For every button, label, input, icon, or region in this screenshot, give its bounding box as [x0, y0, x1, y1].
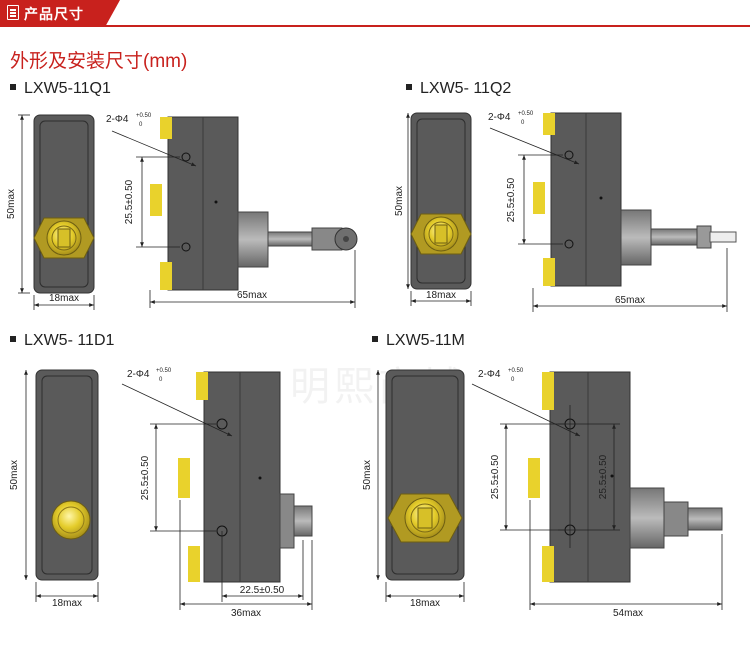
dim-length: 54max — [613, 608, 643, 619]
dim-offset: 22.5±0.50 — [240, 585, 285, 596]
section-header: 产品尺寸 — [0, 0, 750, 27]
dim-hole: 2-Φ4 — [478, 369, 501, 380]
dim-length: 65max — [615, 295, 645, 306]
dim-tol-plus: +0.50 — [136, 113, 152, 119]
model-label-m: LXW5-11M — [372, 332, 465, 350]
header-divider — [0, 25, 750, 27]
dim-tol-zero: 0 — [521, 120, 525, 126]
dimension-lines — [24, 370, 313, 610]
model-name: LXW5- 11D1 — [24, 332, 115, 349]
diagram-lxw5-11d1: 50max 18max 25.5±0.50 2-Φ4 +0.50 0 22.5±… — [9, 368, 313, 619]
section-title: 产品尺寸 — [24, 6, 84, 22]
front-view — [410, 112, 472, 290]
dimension-lines — [376, 370, 723, 610]
front-view — [33, 114, 95, 294]
side-view — [528, 371, 723, 583]
dim-height: 50max — [362, 460, 373, 490]
dimension-lines — [18, 114, 356, 310]
dim-height: 50max — [6, 189, 17, 219]
dim-width: 18max — [410, 598, 440, 609]
front-view — [385, 369, 465, 581]
model-label-q1: LXW5-11Q1 — [10, 80, 111, 98]
dim-height: 50max — [9, 460, 20, 490]
dim-width: 18max — [49, 293, 79, 304]
bullet-icon — [406, 83, 412, 90]
dim-tol-plus: +0.50 — [156, 368, 172, 374]
bullet-icon — [372, 335, 378, 342]
document-icon — [7, 5, 19, 20]
dimension-lines — [406, 113, 728, 312]
dim-width: 18max — [52, 598, 82, 609]
dim-tol-plus: +0.50 — [518, 111, 534, 117]
dim-tol-zero: 0 — [511, 377, 515, 383]
side-view — [150, 116, 358, 291]
model-label-q2: LXW5- 11Q2 — [406, 80, 511, 98]
dim-pitch: 25.5±0.50 — [140, 455, 151, 500]
dim-width: 18max — [426, 290, 456, 301]
dim-length: 36max — [231, 608, 261, 619]
model-name: LXW5- 11Q2 — [420, 80, 512, 97]
side-view — [533, 112, 737, 287]
dim-tol-zero: 0 — [159, 377, 163, 383]
dim-pitch: 25.5±0.50 — [506, 177, 517, 222]
diagram-lxw5-11m: 50max 18max 25.5±0.50 25.5±0.50 2-Φ4 +0.… — [362, 368, 723, 619]
dim-hole: 2-Φ4 — [488, 112, 511, 123]
header-tab — [0, 0, 120, 26]
front-view — [35, 369, 99, 581]
dim-pitch: 25.5±0.50 — [490, 454, 501, 499]
dim-pitch-2: 25.5±0.50 — [598, 454, 609, 499]
dim-length: 65max — [237, 290, 267, 301]
side-view — [178, 371, 313, 583]
bullet-icon — [10, 83, 16, 90]
diagram-lxw5-11q1: 50max 18max 25.5±0.50 2-Φ4 +0.50 0 65max — [6, 113, 358, 310]
diagram-lxw5-11q2: 50max 18max 25.5±0.50 2-Φ4 +0.50 0 65max — [394, 111, 737, 312]
model-name: LXW5-11M — [386, 332, 465, 349]
bullet-icon — [10, 335, 16, 342]
dim-tol-zero: 0 — [139, 122, 143, 128]
dim-tol-plus: +0.50 — [508, 368, 524, 374]
dim-hole: 2-Φ4 — [127, 369, 150, 380]
page-subtitle: 外形及安装尺寸(mm) — [10, 51, 188, 72]
model-label-d1: LXW5- 11D1 — [10, 332, 114, 350]
model-name: LXW5-11Q1 — [24, 80, 111, 97]
dim-pitch: 25.5±0.50 — [124, 179, 135, 224]
dim-height: 50max — [394, 186, 405, 216]
dim-hole: 2-Φ4 — [106, 114, 129, 125]
